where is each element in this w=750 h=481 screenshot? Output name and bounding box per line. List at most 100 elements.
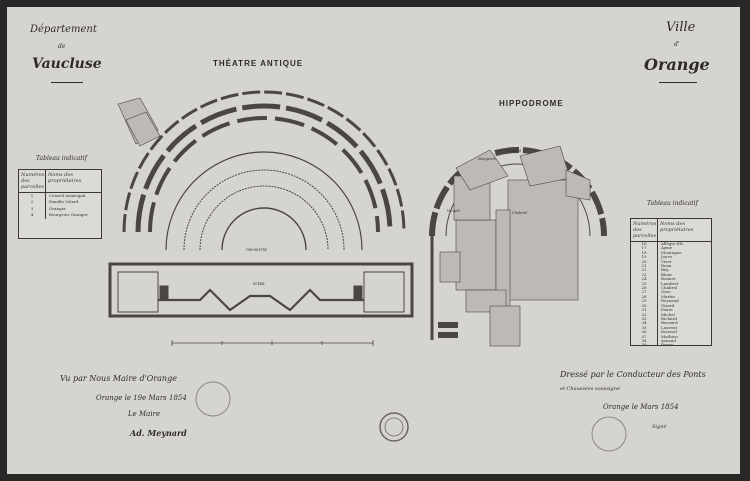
legend-left-table: Numéros des parcelles Noms des propriéta…: [18, 169, 102, 239]
city-of: d': [674, 41, 680, 48]
legend-right-title: Tableau indicatif: [647, 200, 698, 207]
legend-right-row-owner: Arnaud: [661, 337, 676, 343]
legend-right-row-owner: Perrin: [661, 342, 674, 346]
legend-left-row-owner: Famille Solard: [49, 199, 79, 205]
legend-right-row-number: 21: [631, 263, 658, 269]
theatre-parcels: [117, 97, 161, 147]
legend-right-row-owner: Roussel: [661, 329, 677, 335]
department-label: Département: [30, 24, 97, 35]
legend-right-table: Numéros des parcelles Noms des propriéta…: [630, 218, 712, 346]
legend-left-row-number: 4: [19, 212, 46, 219]
signature-left-line2: Orange le 19e Mars 1854: [96, 394, 187, 402]
department-of: de: [58, 43, 66, 50]
legend-left-row-owner: Conseil municipal: [49, 193, 86, 198]
legend-right-row-owner: Girard: [661, 302, 675, 308]
legend-right-row-owner: Bernard: [661, 320, 678, 326]
legend-right-row-number: 36: [631, 329, 658, 335]
hippodrome-parcels: [439, 145, 591, 347]
theatre-cavea-walls: [122, 90, 406, 251]
legend-right-row-owner: Michel: [661, 311, 675, 317]
hippodrome-walls: [429, 147, 607, 340]
department-underline: [51, 82, 83, 83]
department-name: Vaucluse: [32, 56, 102, 72]
legend-right-row-owner: Bonnet: [661, 276, 676, 282]
signature-left-line4: Ad. Meynard: [130, 428, 187, 438]
legend-right-row-owner: Laurent: [661, 324, 678, 330]
legend-right-row-number: 19: [631, 254, 658, 260]
legend-right-row-number: 34: [631, 320, 658, 326]
legend-right-row-owner: Allègre fils: [661, 241, 683, 246]
legend-right-row-number: 32: [631, 312, 658, 317]
stamp-center: [379, 412, 409, 442]
legend-right-row-number: 30: [631, 303, 658, 309]
hippo-label-2: Margarite: [477, 157, 496, 161]
signature-left-line3: Le Maire: [128, 410, 161, 418]
legend-right-row-number: 22: [631, 268, 658, 273]
hippo-label-1: Vergelt: [447, 209, 460, 213]
legend-right-col-numbers: Numéros des parcelles: [633, 219, 658, 241]
legend-right-row-owner: Chabrol: [661, 285, 678, 291]
legend-left-col-numbers: Numéros des parcelles: [21, 170, 46, 192]
legend-left-row-number: 1: [19, 193, 46, 200]
legend-right-row-number: 26: [631, 285, 658, 291]
stamp-right: [591, 416, 627, 452]
legend-right-row-number: 18: [631, 250, 658, 256]
scene-label: SCÈNE: [253, 281, 265, 286]
legend-right-row-owner: Jouve: [661, 254, 673, 260]
hippo-label-4: Chabriel: [512, 211, 527, 215]
signature-right-line1: Dressé par le Conducteur des Ponts: [560, 370, 706, 379]
hippodrome-columns: [438, 322, 458, 338]
legend-right-row-number: 29: [631, 298, 658, 304]
legend-right-row-number: 25: [631, 281, 658, 287]
legend-left-title: Tableau indicatif: [36, 155, 87, 162]
theatre-scene-building: [108, 262, 414, 318]
legend-right-row-number: 20: [631, 259, 658, 265]
signature-right-line4: Signé: [652, 424, 667, 430]
legend-right-row-owner: Rey: [661, 267, 669, 273]
legend-right-row-number: 28: [631, 294, 658, 300]
legend-right-row-owner: Blanc: [661, 271, 673, 277]
scale-bar: [171, 340, 374, 346]
legend-right-row-owner: Lambert: [661, 280, 679, 286]
legend-right-row-number: 24: [631, 276, 658, 282]
legend-right-row-number: 38: [631, 338, 658, 344]
legend-right-row-owner: Montagne: [661, 249, 682, 255]
city-name: Orange: [644, 55, 710, 74]
legend-right-col-owners: Noms des propriétaires: [660, 221, 694, 233]
legend-left-row-owner: Granger: [49, 205, 66, 211]
hippodrome-title: HIPPODROME: [499, 99, 564, 108]
legend-right-row-number: 37: [631, 334, 658, 339]
legend-right-row-owner: Richard: [661, 315, 677, 321]
legend-right-row-number: 27: [631, 290, 658, 295]
city-underline: [659, 82, 697, 83]
legend-left-row-number: 2: [19, 199, 46, 206]
orchestre-label: ORCHESTRE: [246, 248, 267, 252]
legend-left-row-owner: Bourgeois Granger: [49, 212, 88, 218]
legend-right-row-owner: Reynaud: [661, 298, 679, 304]
